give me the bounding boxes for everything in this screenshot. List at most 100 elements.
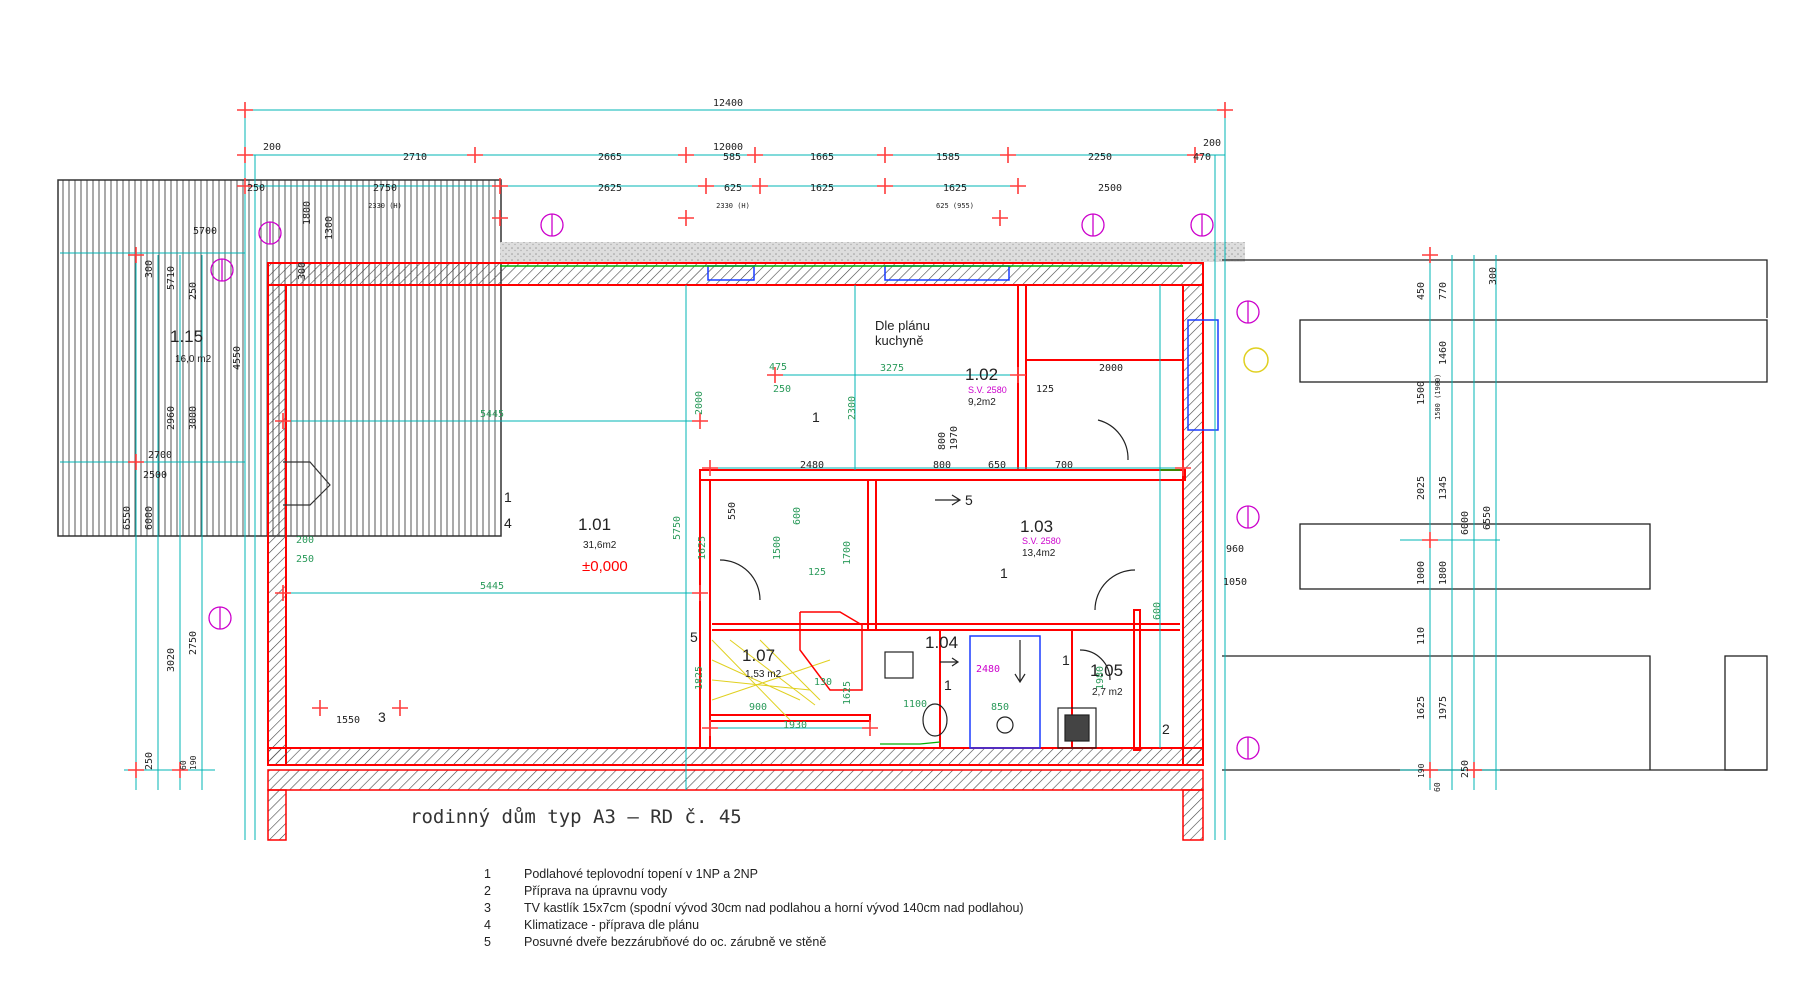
svg-text:2500: 2500 bbox=[143, 470, 167, 481]
room-number-1-01: 1.01 bbox=[578, 515, 611, 534]
bathroom-fixtures bbox=[884, 651, 1097, 749]
room-area-1-15: 16,0 m2 bbox=[175, 354, 212, 365]
svg-text:300: 300 bbox=[1488, 267, 1499, 285]
svg-text:1700: 1700 bbox=[842, 541, 853, 565]
svg-text:200: 200 bbox=[1203, 138, 1221, 149]
svg-text:1100: 1100 bbox=[903, 699, 927, 710]
door-swings bbox=[719, 419, 1136, 681]
svg-text:5710: 5710 bbox=[166, 266, 177, 290]
svg-text:2000: 2000 bbox=[1099, 363, 1123, 374]
svg-text:1930: 1930 bbox=[783, 720, 807, 731]
svg-text:800: 800 bbox=[937, 432, 948, 450]
svg-text:1500 (1900): 1500 (1900) bbox=[1434, 374, 1442, 420]
svg-text:1585: 1585 bbox=[936, 152, 960, 163]
gravel-strip bbox=[500, 242, 1245, 262]
svg-text:3: 3 bbox=[378, 709, 386, 725]
room-area-1-01: 31,6m2 bbox=[583, 540, 617, 551]
svg-text:1000: 1000 bbox=[1416, 561, 1427, 585]
svg-text:2480: 2480 bbox=[800, 460, 824, 471]
svg-text:250: 250 bbox=[188, 282, 199, 300]
svg-text:2700: 2700 bbox=[148, 450, 172, 461]
svg-text:1460: 1460 bbox=[1438, 341, 1449, 365]
outer-walls bbox=[267, 262, 1204, 841]
svg-text:470: 470 bbox=[1193, 152, 1211, 163]
svg-text:250: 250 bbox=[1460, 760, 1471, 778]
svg-text:60: 60 bbox=[179, 760, 188, 770]
svg-text:5: 5 bbox=[965, 492, 973, 508]
svg-text:3275: 3275 bbox=[880, 363, 904, 374]
svg-text:1665: 1665 bbox=[810, 152, 834, 163]
svg-text:625: 625 bbox=[724, 183, 742, 194]
svg-text:300: 300 bbox=[297, 262, 308, 280]
svg-text:2750: 2750 bbox=[188, 631, 199, 655]
svg-text:1050: 1050 bbox=[1223, 577, 1247, 588]
svg-text:1800: 1800 bbox=[302, 201, 313, 225]
svg-text:1: 1 bbox=[944, 677, 952, 693]
dimension-labels: 12400 12000 200 2710 2665 585 1665 1585 … bbox=[122, 98, 1499, 792]
svg-text:5445: 5445 bbox=[480, 581, 504, 592]
svg-text:1625: 1625 bbox=[943, 183, 967, 194]
svg-text:5445: 5445 bbox=[480, 409, 504, 420]
svg-text:2960: 2960 bbox=[166, 406, 177, 430]
svg-text:2000: 2000 bbox=[694, 391, 705, 415]
svg-text:2330 (H): 2330 (H) bbox=[368, 202, 402, 210]
svg-text:250: 250 bbox=[296, 554, 314, 565]
svg-text:2625: 2625 bbox=[598, 183, 622, 194]
dimension-ticks bbox=[128, 102, 1482, 778]
svg-text:1: 1 bbox=[1062, 652, 1070, 668]
room-labels: 1.15 16,0 m2 1.01 31,6m2 ±0,000 1.02 S.V… bbox=[170, 318, 1123, 698]
svg-text:1500: 1500 bbox=[1416, 381, 1427, 405]
svg-text:5700: 5700 bbox=[193, 226, 217, 237]
svg-text:960: 960 bbox=[1226, 544, 1244, 555]
room-number-1-02: 1.02 bbox=[965, 365, 998, 384]
svg-text:850: 850 bbox=[991, 702, 1009, 713]
svg-text:1345: 1345 bbox=[1438, 476, 1449, 500]
room-number-1-05: 1.05 bbox=[1090, 661, 1123, 680]
svg-text:1625: 1625 bbox=[1416, 696, 1427, 720]
svg-text:2250: 2250 bbox=[1088, 152, 1112, 163]
svg-text:800: 800 bbox=[933, 460, 951, 471]
svg-text:3020: 3020 bbox=[166, 648, 177, 672]
svg-text:130: 130 bbox=[814, 677, 832, 688]
svg-text:2710: 2710 bbox=[403, 152, 427, 163]
svg-text:250: 250 bbox=[247, 183, 265, 194]
room-area-1-02: 9,2m2 bbox=[968, 397, 996, 408]
room-level-1-01: ±0,000 bbox=[582, 558, 628, 575]
svg-text:2300: 2300 bbox=[847, 396, 858, 420]
green-lines bbox=[500, 265, 1183, 471]
svg-text:900: 900 bbox=[749, 702, 767, 713]
svg-text:450: 450 bbox=[1416, 282, 1427, 300]
svg-text:3000: 3000 bbox=[188, 406, 199, 430]
dim-overall: 12400 bbox=[713, 98, 743, 109]
svg-text:6000: 6000 bbox=[144, 506, 155, 530]
svg-text:110: 110 bbox=[1416, 627, 1427, 645]
svg-text:5: 5 bbox=[690, 629, 698, 645]
svg-text:125: 125 bbox=[1036, 384, 1054, 395]
svg-text:60: 60 bbox=[1433, 782, 1442, 792]
room-number-1-03: 1.03 bbox=[1020, 517, 1053, 536]
room-area-1-05: 2,7 m2 bbox=[1092, 687, 1123, 698]
staircase bbox=[711, 639, 831, 721]
svg-text:1: 1 bbox=[812, 409, 820, 425]
svg-text:250: 250 bbox=[773, 384, 791, 395]
room-sv-1-02: S.V. 2580 bbox=[968, 385, 1007, 395]
svg-text:1625: 1625 bbox=[697, 536, 708, 560]
svg-text:770: 770 bbox=[1438, 282, 1449, 300]
room-area-1-03: 13,4m2 bbox=[1022, 548, 1056, 559]
room-number-1-15: 1.15 bbox=[170, 327, 203, 346]
room-number-1-04: 1.04 bbox=[925, 633, 958, 652]
svg-text:5750: 5750 bbox=[672, 516, 683, 540]
svg-text:2500: 2500 bbox=[1098, 183, 1122, 194]
svg-text:300: 300 bbox=[144, 260, 155, 278]
svg-text:650: 650 bbox=[988, 460, 1006, 471]
svg-text:1625: 1625 bbox=[842, 681, 853, 705]
svg-text:4: 4 bbox=[504, 515, 512, 531]
svg-text:1300: 1300 bbox=[324, 216, 335, 240]
svg-text:600: 600 bbox=[1152, 602, 1163, 620]
